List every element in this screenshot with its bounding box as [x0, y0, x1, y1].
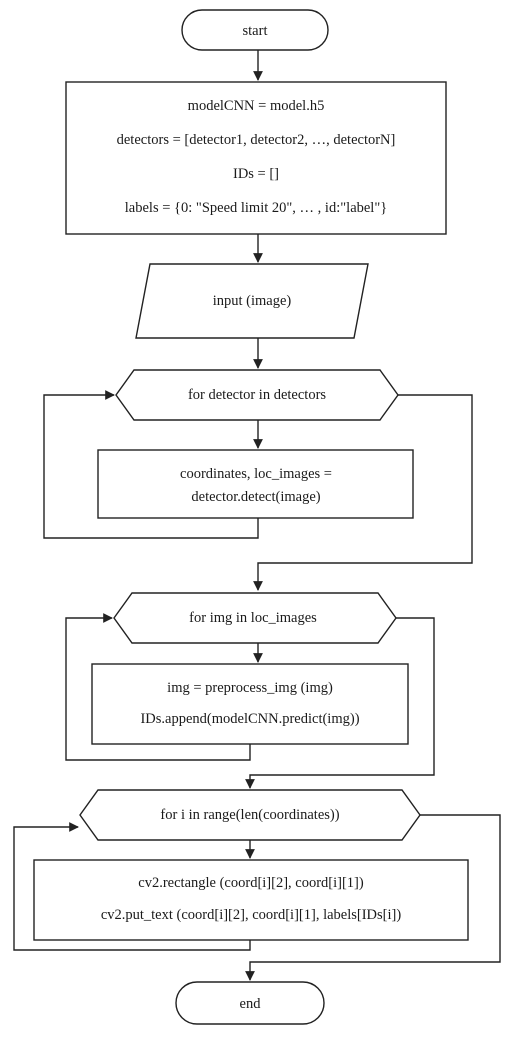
loop2-header-hexagon: for img in loc_images [113, 592, 397, 644]
loop3-body-box: cv2.rectangle (coord[i][2], coord[i][1])… [33, 859, 469, 941]
loop1-back-edge [43, 390, 259, 539]
init-line-model: modelCNN = model.h5 [188, 98, 325, 114]
loop2-header-label: for img in loc_images [189, 610, 317, 626]
init-line-detectors: detectors = [detector1, detector2, …, de… [117, 132, 396, 148]
loop3-exit-edge [245, 814, 501, 981]
loop3-back-edge [13, 822, 251, 951]
loop2-body-line1: img = preprocess_img (img) [167, 680, 333, 696]
loop3-body-line2: cv2.put_text (coord[i][2], coord[i][1], … [101, 907, 402, 923]
loop1-exit-edge [253, 394, 473, 591]
loop1-body-line1: coordinates, loc_images = [180, 466, 332, 482]
loop2-body-box: img = preprocess_img (img) IDs.append(mo… [91, 663, 409, 745]
loop1-header-hexagon: for detector in detectors [115, 369, 399, 421]
start-label: start [243, 23, 268, 39]
input-label: input (image) [213, 293, 292, 309]
loop3-body-line1: cv2.rectangle (coord[i][2], coord[i][1]) [138, 875, 364, 891]
end-terminal: end [175, 981, 325, 1025]
input-parallelogram: input (image) [135, 263, 369, 339]
loop2-exit-edge [245, 617, 435, 789]
loop3-header-label: for i in range(len(coordinates)) [160, 807, 339, 823]
start-terminal: start [181, 9, 329, 51]
init-line-labels: labels = {0: "Speed limit 20", … , id:"l… [125, 200, 387, 216]
loop1-body-line2: detector.detect(image) [191, 489, 320, 505]
loop3-header-hexagon: for i in range(len(coordinates)) [79, 789, 421, 841]
init-line-ids: IDs = [] [233, 166, 279, 182]
loop2-body-line2: IDs.append(modelCNN.predict(img)) [140, 711, 359, 727]
loop1-body-box: coordinates, loc_images = detector.detec… [97, 449, 414, 519]
end-label: end [240, 996, 262, 1012]
init-process-box: modelCNN = model.h5 detectors = [detecto… [65, 81, 447, 235]
loop1-header-label: for detector in detectors [188, 387, 326, 403]
loop2-back-edge [65, 613, 251, 761]
